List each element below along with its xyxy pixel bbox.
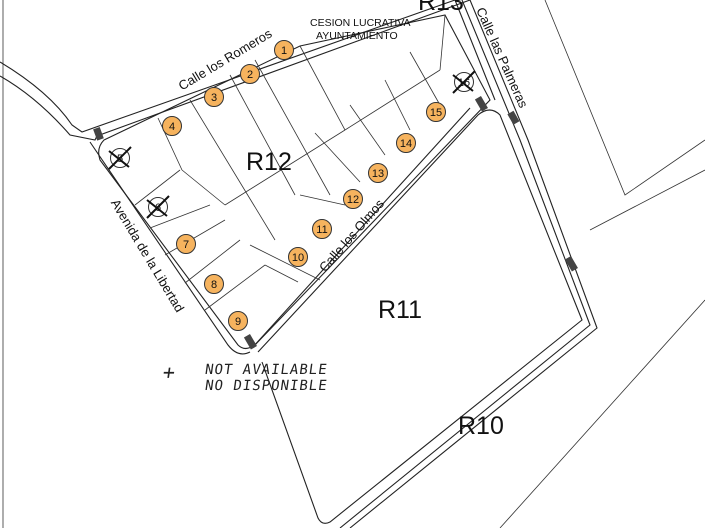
lot-number: 3 <box>210 92 218 104</box>
lot-number: 9 <box>234 316 242 328</box>
lot-marker-12: 12 <box>343 189 363 209</box>
lot-marker-11: 11 <box>312 219 332 239</box>
romeros-road-outer <box>0 0 456 133</box>
lot-marker-7: 7 <box>176 234 196 254</box>
lot-marker-1: 1 <box>274 40 294 60</box>
lot-number: 11 <box>316 224 328 236</box>
zone-label-r12: R12 <box>246 148 292 176</box>
lot-marker-16: 16 <box>452 70 476 94</box>
libertad-road-outer <box>89 141 251 355</box>
lot-number: 14 <box>399 138 413 150</box>
crosswalks <box>93 95 578 350</box>
lot-number: 8 <box>210 279 218 291</box>
zone-label-r10: R10 <box>458 412 504 440</box>
lot-marker-8: 8 <box>204 274 224 294</box>
lot-marker-13: 13 <box>368 163 388 183</box>
cesion-label-line2: AYUNTAMIENTO <box>316 30 398 42</box>
lot-number: 2 <box>246 69 254 81</box>
lot-marker-5: 5 <box>108 146 132 170</box>
parcel-top-right <box>544 0 705 196</box>
lot-divisions <box>134 14 446 311</box>
parcel-line <box>589 169 705 231</box>
lot-number: 12 <box>346 194 360 206</box>
lot-marker-6: 6 <box>146 195 170 219</box>
palmeras-road-outer-2 <box>349 0 598 528</box>
legend-no-disponible: NO DISPONIBLE <box>203 378 329 394</box>
cesion-label-line1: CESION LUCRATIVA <box>310 17 411 29</box>
palmeras-road-outer <box>339 0 591 528</box>
r12-block <box>98 14 491 350</box>
romeros-road-inner <box>0 0 471 141</box>
olmos-road <box>251 107 471 349</box>
lot-number: 1 <box>280 45 288 57</box>
lot-marker-9: 9 <box>228 311 248 331</box>
lot-number: 4 <box>168 121 176 133</box>
lot-marker-3: 3 <box>204 87 224 107</box>
lot-marker-2: 2 <box>240 64 260 84</box>
lot-number: 10 <box>291 252 305 264</box>
not-available-cross-icon <box>108 146 132 170</box>
r11-block <box>257 109 583 524</box>
not-available-cross-icon <box>452 70 476 94</box>
r10-line <box>499 299 705 528</box>
lot-number: 13 <box>371 168 385 180</box>
lot-marker-14: 14 <box>396 133 416 153</box>
lot-number: 7 <box>182 239 190 251</box>
lot-marker-15: 15 <box>426 102 446 122</box>
lot-marker-4: 4 <box>162 116 182 136</box>
lot-marker-10: 10 <box>288 247 308 267</box>
legend-not-available: NOT AVAILABLE <box>203 362 329 378</box>
zone-label-r11: R11 <box>378 296 423 324</box>
lot-number: 15 <box>429 107 443 119</box>
not-available-cross-icon <box>146 195 170 219</box>
zone-label-r13: R13 <box>418 0 464 16</box>
palmeras-road-inner <box>454 0 496 101</box>
